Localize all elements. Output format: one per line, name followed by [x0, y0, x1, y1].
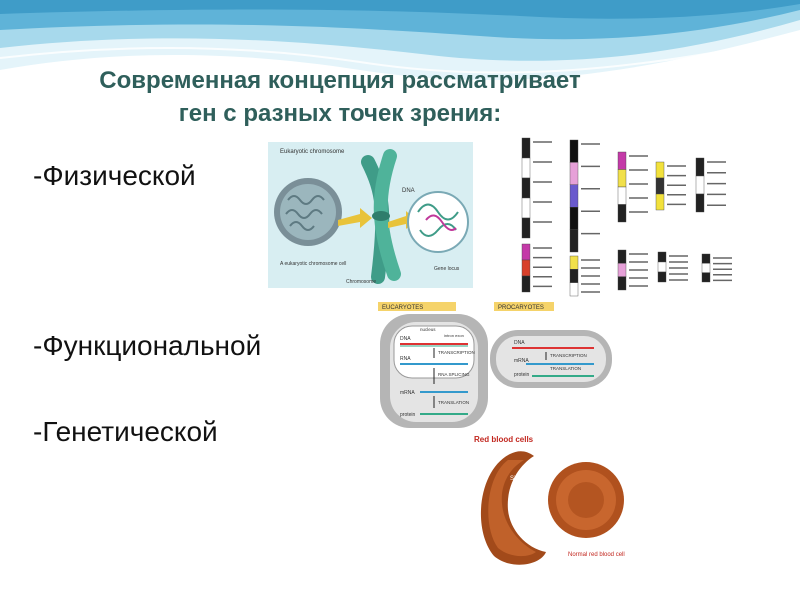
chromosome-map-band: [695, 175, 705, 195]
euk-mrna-label: mRNA: [400, 390, 415, 396]
bullet-physical: -Физической: [33, 160, 196, 191]
prokaryotes-label: PROCARYOTES: [498, 305, 544, 311]
normal-label: Normal red blood cell: [568, 552, 625, 558]
gene-expression-figure: EUCARYOTES PROCARYOTES nucleus DNA intro…: [376, 300, 616, 430]
chromosome-map-band: [569, 255, 579, 270]
chromosome-map-band: [569, 162, 579, 185]
euk-dna-label: DNA: [400, 336, 411, 342]
chromosome-map-band: [695, 193, 705, 213]
chromosome-figure: Eukaryotic chromosome A eukaryotic chrom…: [268, 142, 473, 288]
chromosome-map-band: [569, 282, 579, 297]
chromosome-map-band: [569, 269, 579, 283]
chromosome-map-band: [569, 184, 579, 208]
rna-splicing-label: RNA SPLICING: [438, 372, 470, 377]
chromosome-map-band: [617, 204, 627, 223]
chromosome-map-band: [521, 259, 531, 277]
eukaryotes-label: EUCARYOTES: [382, 305, 423, 311]
euk-transcription-label: TRANSCRIPTION: [438, 350, 475, 355]
chromosome-map-band: [521, 275, 531, 293]
title-line-2: ген с разных точек зрения:: [178, 100, 502, 127]
chromosome-map-band: [655, 193, 665, 211]
chromosome-map-band: [617, 276, 627, 291]
chromosome-map-band: [521, 217, 531, 239]
chromosome-map-band: [521, 177, 531, 199]
chromosome-map-band: [617, 249, 627, 264]
chromosome-map-band: [701, 263, 711, 273]
pro-dna-label: DNA: [514, 340, 525, 346]
chromosome-map-band: [695, 157, 705, 177]
bullet-functional: -Функциональной: [33, 330, 262, 361]
chromosome-map-band: [521, 197, 531, 219]
bullet-genetic: -Генетической: [33, 416, 218, 447]
pro-protein-label: protein: [514, 372, 530, 378]
chromosome-map-band: [617, 263, 627, 277]
slide-title: Современная концепция рассматривает ген …: [20, 64, 660, 130]
chromosome-map-band: [569, 229, 579, 253]
intron-exon-label: intron exon: [444, 333, 464, 338]
chromosome-map-band: [657, 271, 667, 283]
chromosome-map-band: [701, 253, 711, 264]
chromosome-map-band: [617, 169, 627, 188]
cell-label: A eukaryotic chromosome cell: [280, 261, 346, 267]
euk-translation-label: TRANSLATION: [438, 400, 469, 405]
chromosome-map-band: [617, 186, 627, 205]
euk-rna-label: RNA: [400, 356, 411, 362]
chromosome-map-band: [655, 177, 665, 195]
title-line-1: Современная концепция рассматривает: [99, 67, 581, 94]
red-blood-cells-figure: Red blood cells Sickle cell Normal red b…: [470, 430, 635, 572]
chromosome-map-band: [521, 243, 531, 261]
chromosome-map-figure: [508, 132, 746, 300]
sickle-label: Sickle cell: [510, 476, 537, 482]
pro-transcription-label: TRANSCRIPTION: [550, 353, 587, 358]
chromosome-map-band: [521, 137, 531, 159]
header-waves: [0, 0, 800, 81]
dna-label: DNA: [402, 188, 415, 194]
chromosome-map-band: [701, 272, 711, 283]
pro-mrna-label: mRNA: [514, 358, 529, 364]
chromosome-map-band: [569, 139, 579, 163]
chromosome-label: Chromosome: [346, 279, 376, 285]
blood-title: Red blood cells: [474, 435, 534, 444]
chromosome-map-band: [657, 261, 667, 273]
chromosome-map-band: [655, 161, 665, 179]
chromosome-map-band: [569, 206, 579, 230]
euk-protein-label: protein: [400, 412, 416, 418]
gene-locus-label: Gene locus: [434, 266, 460, 272]
chromosome-caption: Eukaryotic chromosome: [280, 149, 345, 155]
chromosome-map-band: [657, 251, 667, 263]
chromosome-map-band: [521, 157, 531, 179]
nucleus-label: nucleus: [420, 327, 436, 332]
pro-translation-label: TRANSLATION: [550, 366, 581, 371]
chromosome-map-band: [617, 151, 627, 170]
